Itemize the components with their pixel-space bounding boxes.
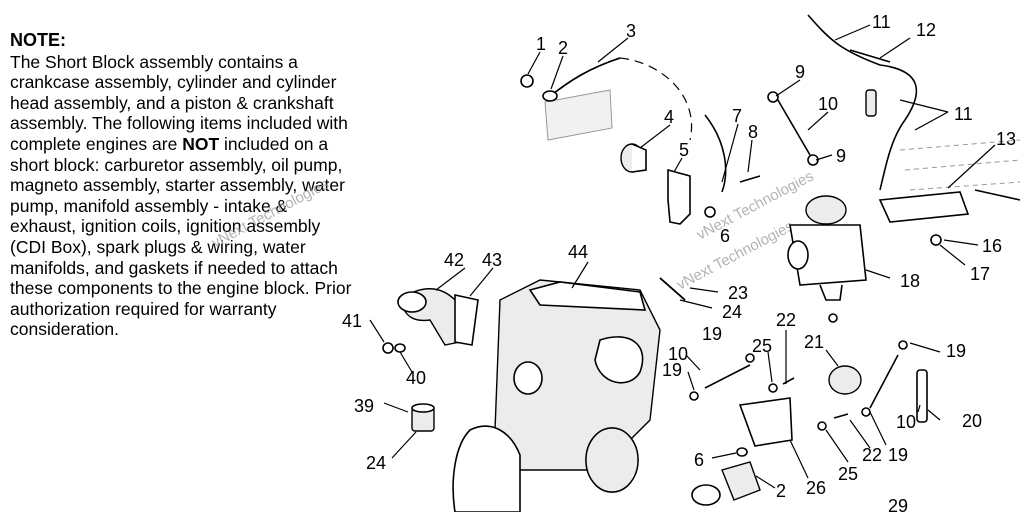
note-body-part1: The Short Block assembly contains a cran… [10,51,348,154]
fitting-part [849,49,891,63]
callout-19-bottom: 19 [888,445,908,465]
washer-part [394,343,406,353]
callout-labels: 1 2 3 4 5 6 7 8 9 9 10 10 10 11 11 12 13… [342,12,1016,512]
hose-segment [774,94,811,156]
clamp-part [767,91,779,103]
clamp-part [689,391,699,401]
callout-44: 44 [568,242,588,262]
pump-cover-part [721,461,761,501]
bolt-part [974,189,1021,201]
note-heading: NOTE: [10,30,66,50]
callout-3: 3 [626,21,636,41]
water-pump-part [828,365,862,395]
callout-12: 12 [916,20,936,40]
washer-small [704,206,716,218]
frame-rail [544,89,1021,191]
callout-1: 1 [536,34,546,54]
callout-9-top: 9 [795,62,805,82]
washer-part [817,421,827,431]
hose-segment [704,364,751,389]
callout-11-right: 11 [954,104,973,124]
washer-part [542,90,558,102]
callout-22-bottom: 22 [862,445,882,465]
callout-19-left: 19 [662,360,682,380]
note-text-block: NOTE: The Short Block assembly contains … [10,30,355,340]
rubber-mount-part [620,143,647,173]
note-body-emphasis: NOT [182,133,220,154]
washer-part [930,234,942,246]
callout-25-top: 25 [752,336,772,356]
callout-23: 23 [728,283,748,303]
callout-6: 6 [720,226,730,246]
bolt-part [833,413,849,419]
callout-24-left: 24 [366,453,386,473]
callout-4: 4 [664,107,674,127]
callout-5: 5 [679,140,689,160]
clamp-part [745,353,755,363]
filter-part [865,89,877,117]
coolant-hose-inner [659,277,686,301]
callout-39: 39 [354,396,374,416]
callout-24-right: 24 [722,302,742,322]
hose-segment [916,369,928,423]
leader-lines [369,24,996,489]
callout-25-bottom: 25 [838,464,858,484]
callout-6-bottom: 6 [694,450,704,470]
bracket-part [667,168,691,225]
callout-22-top: 22 [776,310,796,330]
pump-bracket [738,397,793,447]
carb-bracket [878,191,970,223]
callout-2: 2 [558,38,568,58]
callout-16: 16 [982,236,1002,256]
callout-40: 40 [406,368,426,388]
callout-19-mid: 19 [702,324,722,344]
clamp-part [861,407,871,417]
callout-21: 21 [804,332,824,352]
long-hose [807,14,918,191]
fitting-part [411,403,435,432]
carburetor-part [787,195,867,323]
nut-part [520,74,534,88]
callout-19-right: 19 [946,341,966,361]
callout-11-top: 11 [872,12,891,32]
starter-part [585,427,639,493]
nut-part [382,342,394,354]
hose-route-dash [619,57,693,141]
callout-43: 43 [482,250,502,270]
callout-26: 26 [806,478,826,498]
callout-18: 18 [900,271,920,291]
washer-part [768,383,778,393]
hose-segment [869,354,899,409]
callout-2-bottom: 2 [776,481,786,501]
callout-9-mid: 9 [836,146,846,166]
vent-hose [704,114,727,193]
callout-10-right: 10 [896,412,916,432]
callout-7: 7 [732,106,742,126]
callout-41: 41 [342,311,362,331]
callout-8: 8 [748,122,758,142]
washer-part [736,447,748,457]
bolt-part [782,377,795,385]
callout-42: 42 [444,250,464,270]
callout-17: 17 [970,264,990,284]
intake-boot-part [397,288,479,346]
callout-10-mid: 10 [668,344,688,364]
hose-clamp-part [691,484,721,506]
note-body-part2: included on a short block: carburetor as… [10,133,352,340]
watermark-1: vNext Technologies [209,176,332,252]
callout-29: 29 [888,496,908,512]
callout-13: 13 [996,129,1016,149]
callout-20: 20 [962,411,982,431]
clamp-part [898,340,908,350]
callout-10-top: 10 [818,94,838,114]
bolt-part [739,175,761,183]
